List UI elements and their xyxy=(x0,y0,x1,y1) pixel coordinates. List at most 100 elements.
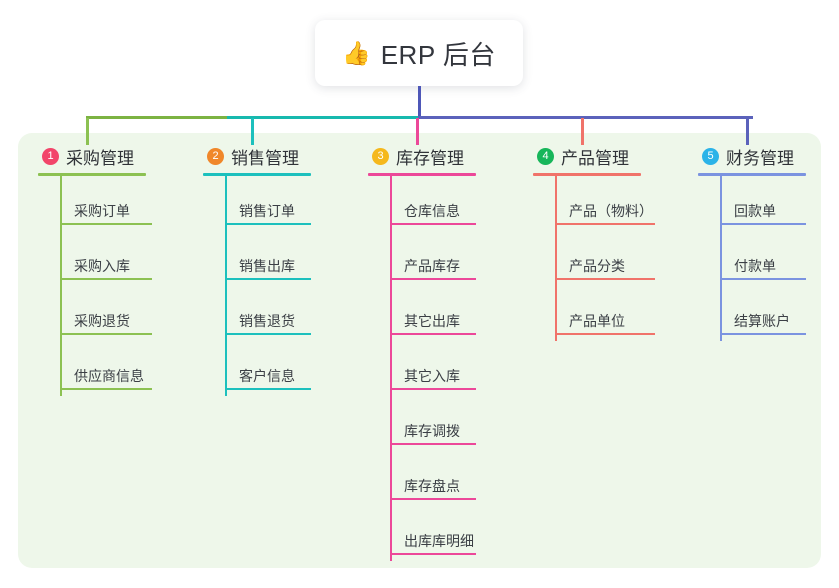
column-badge-2: 2 xyxy=(207,147,224,165)
branch-panel xyxy=(18,133,821,568)
column-spine-2 xyxy=(225,176,227,396)
leaf-item[interactable]: 采购入库 xyxy=(38,231,152,286)
column-underline-2 xyxy=(203,173,311,176)
leaf-item-underline xyxy=(60,388,152,390)
leaf-item[interactable]: 结算账户 xyxy=(698,286,806,341)
leaf-item-underline xyxy=(225,223,311,225)
leaf-item[interactable]: 采购退货 xyxy=(38,286,152,341)
column-3: 3 库存管理仓库信息产品库存其它出库其它入库库存调拨库存盘点出库库明细 xyxy=(368,145,476,561)
leaf-item[interactable]: 产品（物料） xyxy=(533,176,655,231)
column-underline-1 xyxy=(38,173,146,176)
column-badge-5: 5 xyxy=(702,147,719,165)
column-title-4: 产品管理 xyxy=(561,148,629,168)
leaf-item[interactable]: 库存调拨 xyxy=(368,396,476,451)
leaf-item[interactable]: 销售退货 xyxy=(203,286,311,341)
leaf-item[interactable]: 出库库明细 xyxy=(368,506,476,561)
leaf-item-label: 库存调拨 xyxy=(404,423,460,439)
leaf-item-underline xyxy=(720,278,806,280)
leaf-item-label: 仓库信息 xyxy=(404,203,460,219)
leaf-item-underline xyxy=(555,223,655,225)
leaf-item-underline xyxy=(720,223,806,225)
column-badge-1: 1 xyxy=(42,147,59,165)
column-underline-3 xyxy=(368,173,476,176)
leaf-item[interactable]: 采购订单 xyxy=(38,176,152,231)
leaf-item-underline xyxy=(390,278,476,280)
column-header-2[interactable]: 2 销售管理 xyxy=(203,145,311,168)
column-underline-4 xyxy=(533,173,641,176)
column-spine-5 xyxy=(720,176,722,341)
column-header-4[interactable]: 4 产品管理 xyxy=(533,145,641,168)
column-drop-connector-5 xyxy=(746,118,749,145)
bus-segment-3 xyxy=(418,116,753,119)
column-items-1: 采购订单采购入库采购退货供应商信息 xyxy=(38,176,152,396)
root-stem-connector xyxy=(418,86,421,118)
column-header-3[interactable]: 3 库存管理 xyxy=(368,145,476,168)
root-node-content: 👍 ERP 后台 xyxy=(342,35,496,72)
column-2: 2 销售管理销售订单销售出库销售退货客户信息 xyxy=(203,145,311,396)
leaf-item-underline xyxy=(390,443,476,445)
leaf-item-underline xyxy=(390,388,476,390)
column-spine-3 xyxy=(390,176,392,561)
leaf-item[interactable]: 产品分类 xyxy=(533,231,655,286)
thumbs-up-icon: 👍 xyxy=(342,39,371,66)
column-title-3: 库存管理 xyxy=(396,148,464,168)
column-4: 4 产品管理产品（物料） 产品分类产品单位 xyxy=(533,145,655,341)
root-title: ERP 后台 xyxy=(380,39,496,70)
leaf-item-label: 销售订单 xyxy=(239,203,295,219)
column-underline-5 xyxy=(698,173,806,176)
leaf-item-label: 产品（物料） xyxy=(569,203,653,219)
leaf-item-label: 采购退货 xyxy=(74,313,130,329)
leaf-item-label: 产品分类 xyxy=(569,258,625,274)
leaf-item[interactable]: 回款单 xyxy=(698,176,806,231)
leaf-item-label: 出库库明细 xyxy=(404,533,474,549)
leaf-item-underline xyxy=(60,333,152,335)
leaf-item-underline xyxy=(390,333,476,335)
leaf-item-underline xyxy=(225,333,311,335)
leaf-item[interactable]: 仓库信息 xyxy=(368,176,476,231)
leaf-item-underline xyxy=(555,278,655,280)
column-items-5: 回款单付款单结算账户 xyxy=(698,176,806,341)
column-badge-4: 4 xyxy=(537,147,554,165)
leaf-item-label: 销售出库 xyxy=(239,258,295,274)
column-title-2: 销售管理 xyxy=(231,148,299,168)
leaf-item-label: 产品库存 xyxy=(404,258,460,274)
bus-segment-2 xyxy=(227,116,418,119)
column-spine-4 xyxy=(555,176,557,341)
leaf-item-underline xyxy=(225,388,311,390)
leaf-item-underline xyxy=(390,223,476,225)
leaf-item-label: 采购入库 xyxy=(74,258,130,274)
leaf-item[interactable]: 库存盘点 xyxy=(368,451,476,506)
column-drop-connector-4 xyxy=(581,118,584,145)
leaf-item[interactable]: 其它出库 xyxy=(368,286,476,341)
leaf-item-label: 其它出库 xyxy=(404,313,460,329)
leaf-item[interactable]: 付款单 xyxy=(698,231,806,286)
leaf-item[interactable]: 其它入库 xyxy=(368,341,476,396)
column-items-3: 仓库信息产品库存其它出库其它入库库存调拨库存盘点出库库明细 xyxy=(368,176,476,561)
bus-segment-1 xyxy=(86,116,227,119)
leaf-item[interactable]: 销售订单 xyxy=(203,176,311,231)
leaf-item-underline xyxy=(720,333,806,335)
leaf-item[interactable]: 客户信息 xyxy=(203,341,311,396)
leaf-item-underline xyxy=(60,278,152,280)
column-badge-3: 3 xyxy=(372,147,389,165)
leaf-item[interactable]: 产品单位 xyxy=(533,286,655,341)
leaf-item-underline xyxy=(60,223,152,225)
leaf-item-label: 其它入库 xyxy=(404,368,460,384)
column-items-2: 销售订单销售出库销售退货客户信息 xyxy=(203,176,311,396)
column-drop-connector-1 xyxy=(86,118,89,145)
leaf-item-label: 客户信息 xyxy=(239,368,295,384)
leaf-item-label: 销售退货 xyxy=(239,313,295,329)
leaf-item-underline xyxy=(390,498,476,500)
leaf-item[interactable]: 供应商信息 xyxy=(38,341,152,396)
leaf-item[interactable]: 销售出库 xyxy=(203,231,311,286)
column-drop-connector-2 xyxy=(251,118,254,145)
leaf-item[interactable]: 产品库存 xyxy=(368,231,476,286)
leaf-item-label: 采购订单 xyxy=(74,203,130,219)
leaf-item-label: 供应商信息 xyxy=(74,368,144,384)
root-node[interactable]: 👍 ERP 后台 xyxy=(315,20,523,86)
